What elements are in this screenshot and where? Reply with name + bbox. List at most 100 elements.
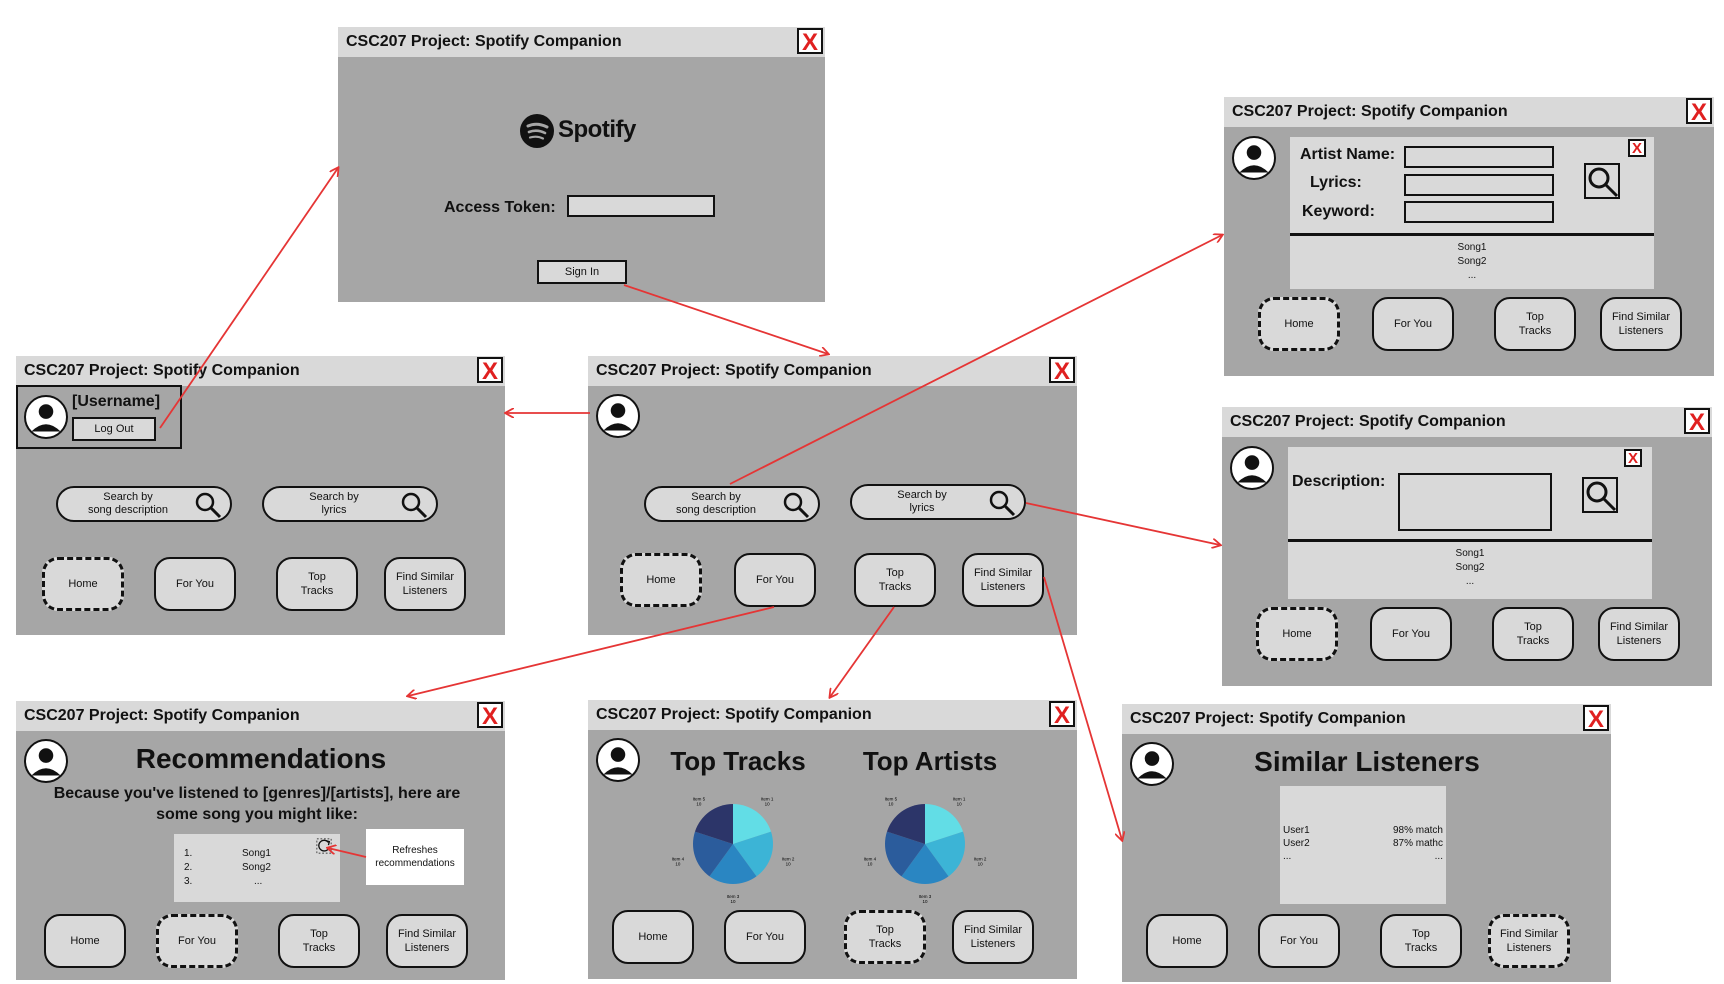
window-title: CSC207 Project: Spotify Companion — [346, 33, 622, 50]
magnifier-icon[interactable] — [1582, 477, 1618, 513]
artist-name-input[interactable] — [1404, 146, 1554, 168]
nav-home-button[interactable]: Home — [620, 553, 702, 607]
search-description-button[interactable]: Search by song description — [56, 486, 232, 522]
nav-for-you-button[interactable]: For You — [156, 914, 238, 968]
logout-button[interactable]: Log Out — [72, 417, 156, 441]
refresh-note: Refreshes recommendations — [366, 829, 464, 885]
nav-for-you-button[interactable]: For You — [154, 557, 236, 611]
search-lyrics-button[interactable]: Search by lyrics — [262, 486, 438, 522]
nav-for-you-button[interactable]: For You — [1258, 914, 1340, 968]
lyrics-input[interactable] — [1404, 174, 1554, 196]
access-token-label: Access Token: — [444, 199, 556, 216]
window-title: CSC207 Project: Spotify Companion — [1232, 103, 1508, 120]
nav-find-similar-button[interactable]: Find Similar Listeners — [1600, 297, 1682, 351]
username-label: [Username] — [72, 393, 161, 410]
item-song: ... — [254, 876, 263, 887]
home-window: CSC207 Project: Spotify Companion X Sear… — [588, 356, 1077, 635]
nav-find-similar-button[interactable]: Find Similar Listeners — [952, 910, 1034, 964]
recommendations-list: 1. Song1 2. Song2 3. ... — [174, 834, 340, 902]
pie-slice — [709, 844, 757, 884]
sign-in-button[interactable]: Sign In — [537, 260, 627, 284]
pie-slice — [925, 831, 965, 877]
close-button[interactable]: X — [797, 28, 823, 56]
nav-home-button[interactable]: Home — [42, 557, 124, 611]
pie-slice — [885, 831, 925, 877]
item-song: Song2 — [242, 862, 271, 873]
profile-window: CSC207 Project: Spotify Companion X [Use… — [16, 356, 505, 635]
nav-top-tracks-button[interactable]: Top Tracks — [1380, 914, 1462, 968]
description-label: Description: — [1292, 473, 1386, 490]
nav-find-similar-button[interactable]: Find Similar Listeners — [962, 553, 1044, 607]
nav-find-similar-button[interactable]: Find Similar Listeners — [1488, 914, 1570, 968]
nav-find-similar-button[interactable]: Find Similar Listeners — [386, 914, 468, 968]
nav-home-button[interactable]: Home — [1146, 914, 1228, 968]
titlebar: CSC207 Project: Spotify Companion X — [16, 356, 505, 386]
search-lyrics-button[interactable]: Search by lyrics — [850, 484, 1026, 520]
nav-top-tracks-button[interactable]: Top Tracks — [276, 557, 358, 611]
panel-close-button[interactable]: X — [1628, 139, 1646, 157]
avatar-icon[interactable] — [596, 394, 640, 438]
spotify-logo: Spotify — [520, 114, 650, 150]
nav-home-button[interactable]: Home — [612, 910, 694, 964]
nav-top-tracks-button[interactable]: Top Tracks — [1492, 607, 1574, 661]
avatar-icon[interactable] — [24, 739, 68, 783]
nav-find-similar-button[interactable]: Find Similar Listeners — [1598, 607, 1680, 661]
nav-home-button[interactable]: Home — [44, 914, 126, 968]
magnifier-icon[interactable] — [1584, 163, 1620, 199]
nav-top-tracks-button[interactable]: Top Tracks — [854, 553, 936, 607]
description-input[interactable] — [1398, 473, 1552, 531]
nav-for-you-button[interactable]: For You — [724, 910, 806, 964]
close-button[interactable]: X — [477, 357, 503, 385]
pie-slice — [886, 804, 925, 844]
avatar-icon[interactable] — [1232, 136, 1276, 180]
close-button[interactable]: X — [1049, 701, 1075, 729]
close-button[interactable]: X — [1686, 98, 1712, 126]
pie-slice — [925, 804, 964, 844]
nav-home-button[interactable]: Home — [1256, 607, 1338, 661]
search-description-button[interactable]: Search by song description — [644, 486, 820, 522]
panel-close-button[interactable]: X — [1624, 449, 1642, 467]
pie-slice — [693, 831, 733, 877]
nav-top-tracks-button[interactable]: Top Tracks — [1494, 297, 1576, 351]
similar-listeners-window: CSC207 Project: Spotify Companion X Simi… — [1122, 704, 1611, 982]
magnifier-icon — [989, 490, 1016, 517]
window-title: CSC207 Project: Spotify Companion — [24, 362, 300, 379]
button-label: Search by song description — [675, 491, 757, 516]
nav-for-you-button[interactable]: For You — [734, 553, 816, 607]
nav-find-similar-button[interactable]: Find Similar Listeners — [384, 557, 466, 611]
titlebar: CSC207 Project: Spotify Companion X — [1222, 407, 1712, 437]
item-number: 1. — [184, 848, 193, 859]
titlebar: CSC207 Project: Spotify Companion X — [16, 701, 505, 731]
close-button[interactable]: X — [1583, 705, 1609, 733]
keyword-input[interactable] — [1404, 201, 1554, 223]
item-song: Song1 — [242, 848, 271, 859]
access-token-input[interactable] — [567, 195, 715, 217]
profile-popup: [Username] Log Out — [16, 385, 182, 449]
nav-top-tracks-button[interactable]: Top Tracks — [278, 914, 360, 968]
pie-slice — [733, 804, 772, 844]
close-button[interactable]: X — [1684, 408, 1710, 436]
nav-for-you-button[interactable]: For You — [1370, 607, 1452, 661]
avatar-icon[interactable] — [1130, 742, 1174, 786]
page-title: Similar Listeners — [1254, 746, 1480, 777]
recommendations-window: CSC207 Project: Spotify Companion X Reco… — [16, 701, 505, 980]
nav-for-you-button[interactable]: For You — [1372, 297, 1454, 351]
nav-top-tracks-button[interactable]: Top Tracks — [844, 910, 926, 964]
refresh-icon[interactable] — [316, 838, 332, 854]
avatar-icon[interactable] — [24, 395, 68, 439]
window-title: CSC207 Project: Spotify Companion — [1130, 710, 1406, 727]
close-button[interactable]: X — [1049, 357, 1075, 385]
artist-name-label: Artist Name: — [1300, 146, 1396, 163]
nav-home-button[interactable]: Home — [1258, 297, 1340, 351]
page-title: Recommendations — [135, 743, 387, 774]
divider — [1288, 539, 1652, 542]
avatar-icon[interactable] — [596, 738, 640, 782]
titlebar: CSC207 Project: Spotify Companion X — [588, 700, 1077, 730]
avatar-icon[interactable] — [1230, 446, 1274, 490]
close-button[interactable]: X — [477, 702, 503, 730]
